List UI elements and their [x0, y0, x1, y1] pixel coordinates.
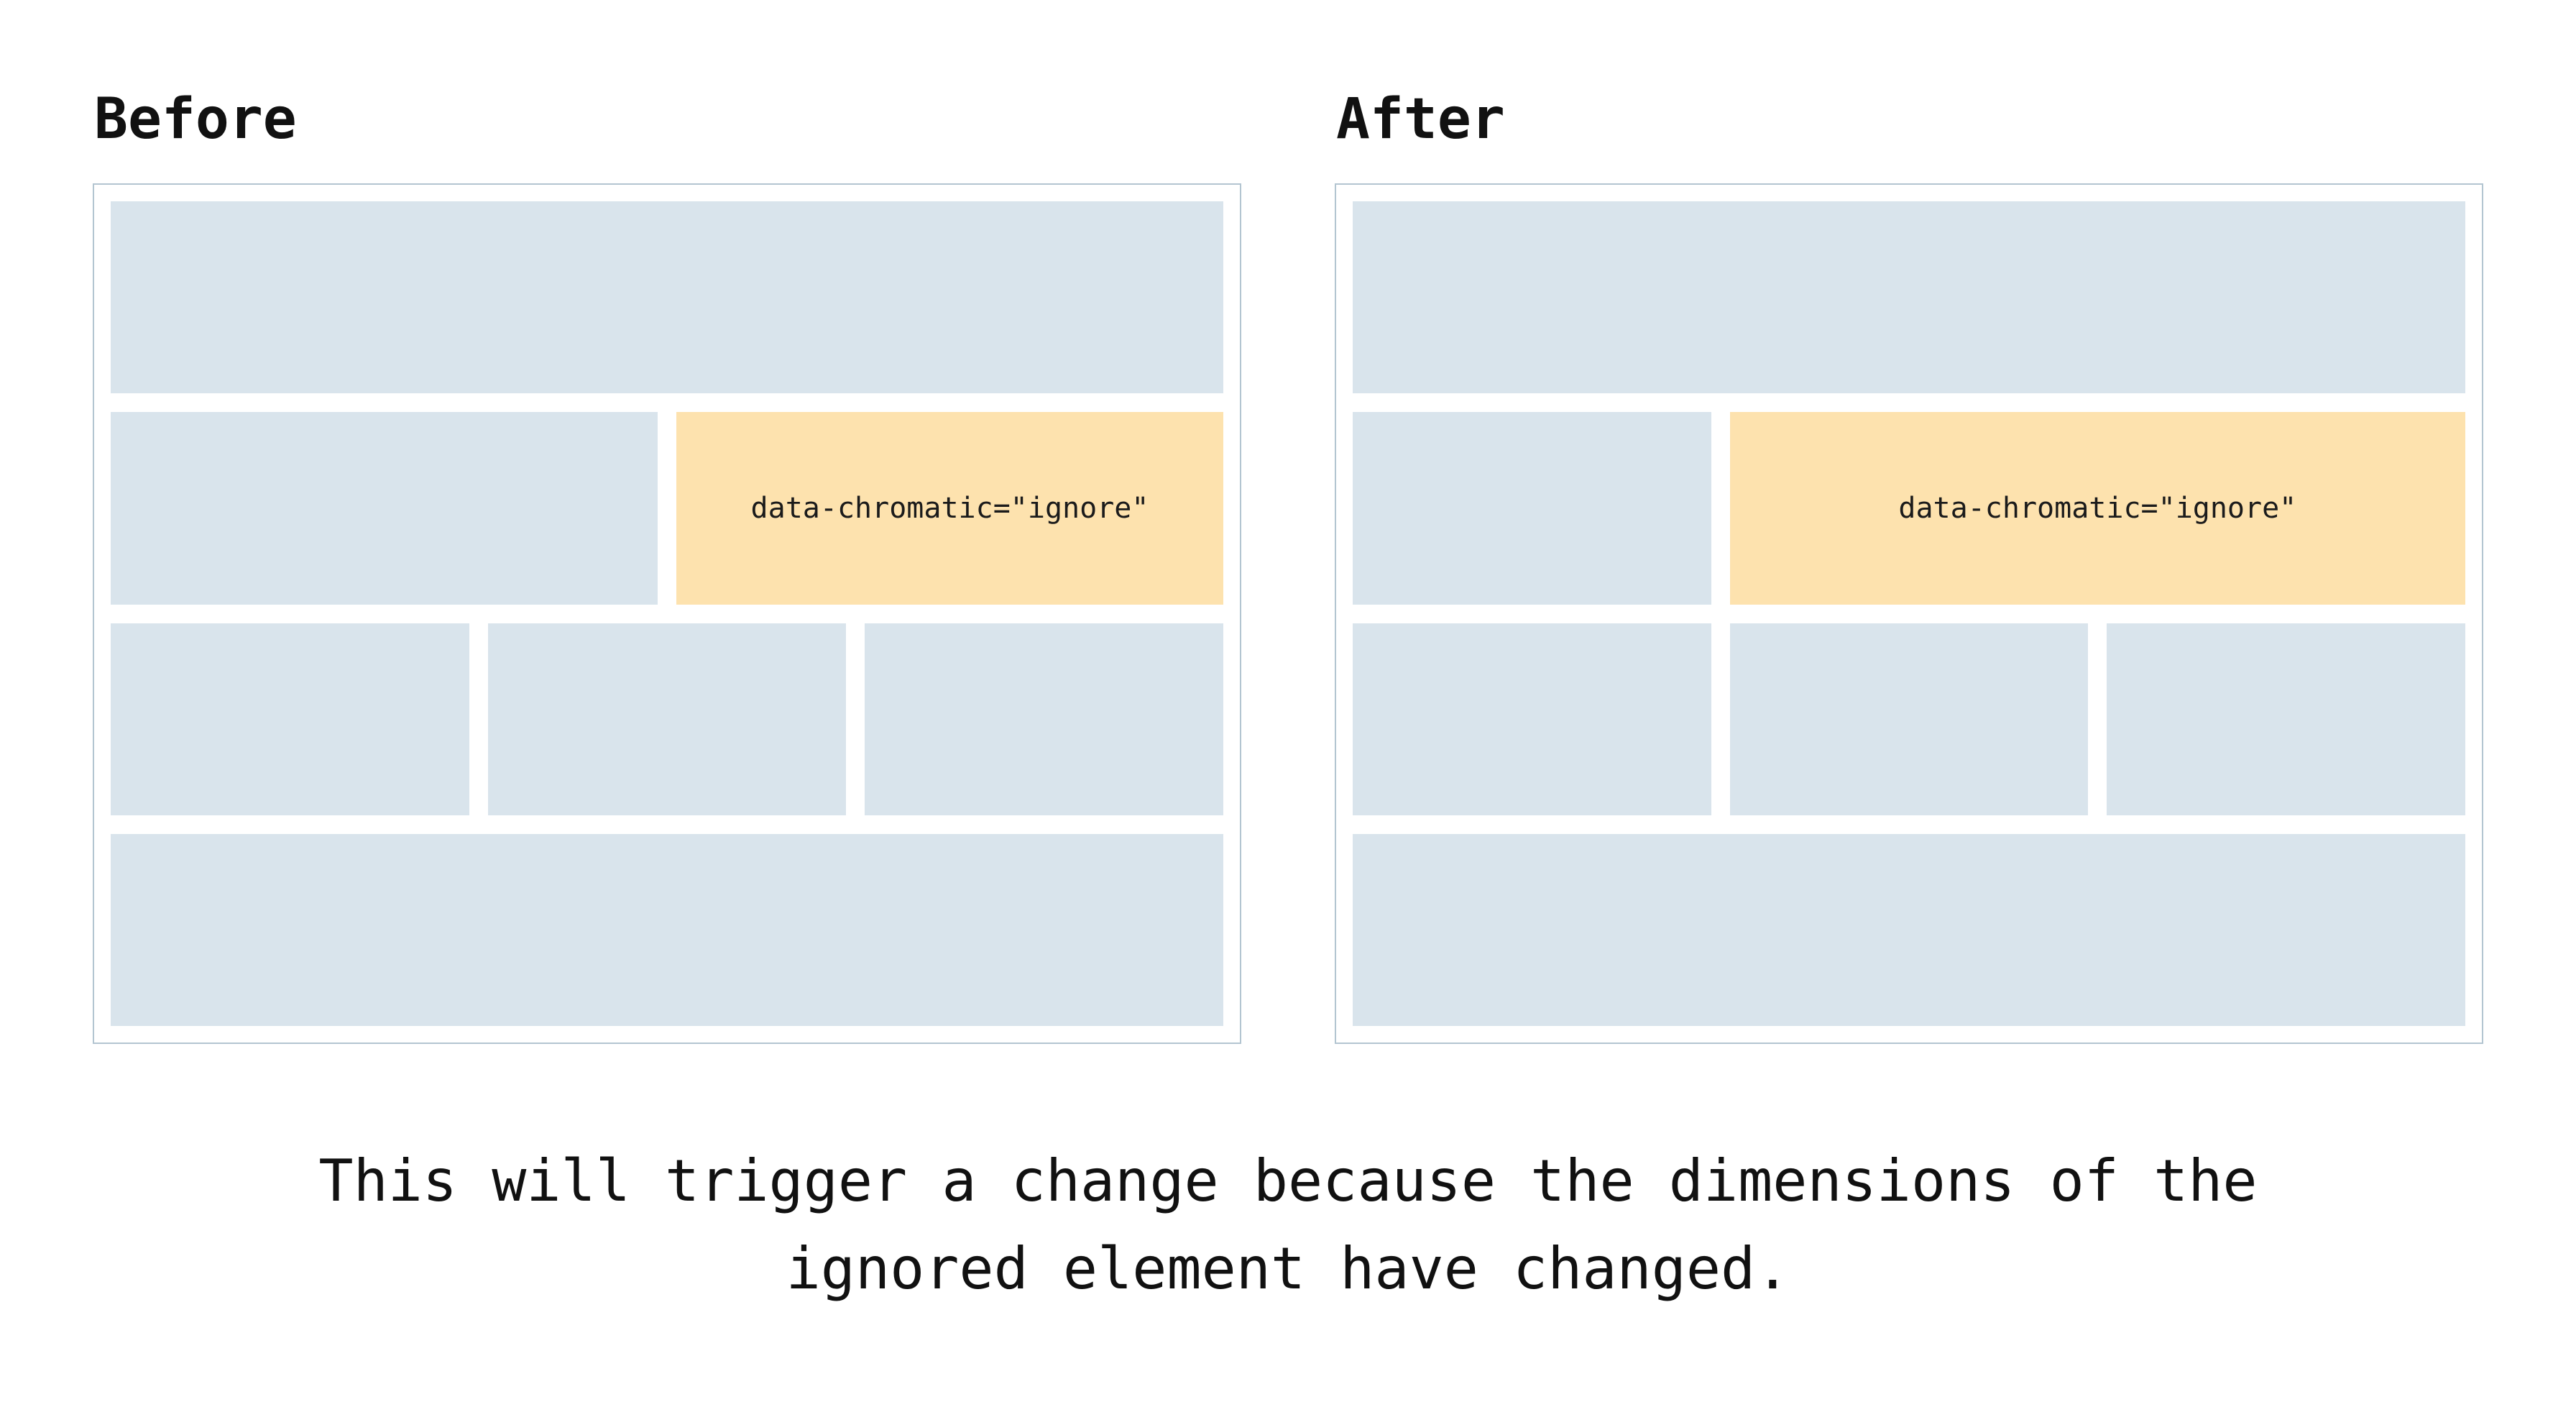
caption-line-2: ignored element have changed.	[786, 1235, 1790, 1302]
before-row-split: data-chromatic="ignore"	[111, 412, 1223, 605]
after-heading: After	[1336, 87, 1505, 152]
after-row-footer	[1353, 833, 2465, 1026]
placeholder-box-footer	[111, 833, 1223, 1026]
ignored-element-box: data-chromatic="ignore"	[1729, 412, 2465, 605]
placeholder-box-third-2	[487, 623, 847, 815]
placeholder-box-third-3	[2107, 623, 2465, 815]
placeholder-box-left	[111, 412, 658, 605]
before-row-footer	[111, 833, 1223, 1026]
placeholder-box-header	[1353, 201, 2465, 394]
placeholder-box-third-3	[865, 623, 1223, 815]
placeholder-box-third-2	[1729, 623, 2089, 815]
after-panel: data-chromatic="ignore"	[1335, 183, 2483, 1044]
after-row-split: data-chromatic="ignore"	[1353, 412, 2465, 605]
after-row-header	[1353, 201, 2465, 394]
placeholder-box-third-1	[111, 623, 469, 815]
before-heading: Before	[94, 87, 297, 152]
caption: This will trigger a change because the d…	[0, 1137, 2576, 1313]
caption-line-1: This will trigger a change because the d…	[318, 1147, 2258, 1214]
before-row-thirds	[111, 623, 1223, 815]
ignored-element-box: data-chromatic="ignore"	[676, 412, 1223, 605]
ignored-element-label: data-chromatic="ignore"	[1898, 491, 2297, 525]
placeholder-box-header	[111, 201, 1223, 394]
before-row-header	[111, 201, 1223, 394]
placeholder-box-left	[1353, 412, 1711, 605]
after-row-thirds	[1353, 623, 2465, 815]
placeholder-box-third-1	[1353, 623, 1711, 815]
ignored-element-label: data-chromatic="ignore"	[750, 491, 1149, 525]
placeholder-box-footer	[1353, 833, 2465, 1026]
before-panel: data-chromatic="ignore"	[93, 183, 1241, 1044]
